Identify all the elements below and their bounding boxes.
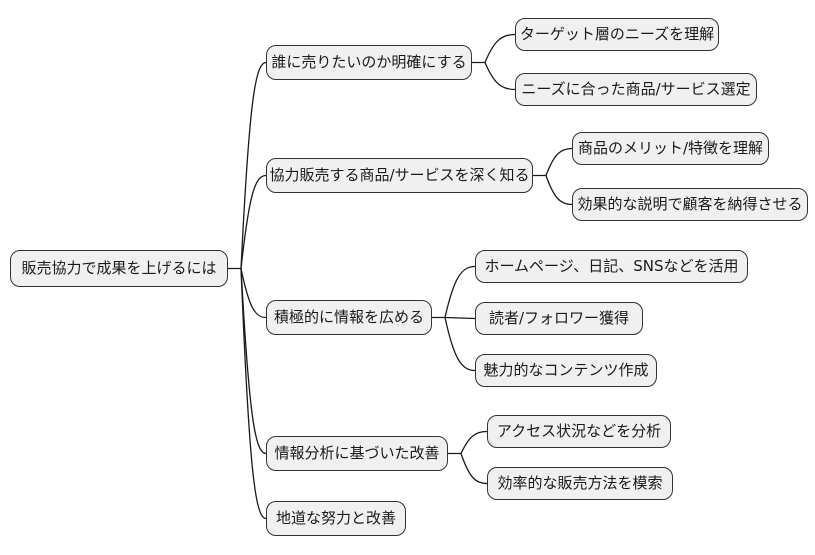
mindmap-node-b2: 協力販売する商品/サービスを深く知る [266, 158, 533, 193]
mindmap-node-root: 販売協力で成果を上げるには [10, 250, 228, 287]
edge-b1-l1a [484, 33, 516, 64]
edge-b3-l3c [444, 316, 476, 372]
mindmap-node-l1b: ニーズに合った商品/サービス選定 [515, 73, 757, 106]
edge-b3-l3b [444, 316, 476, 320]
mindmap-node-b5: 地道な努力と改善 [266, 501, 406, 536]
edge-root-b1 [240, 61, 267, 270]
mindmap-node-l3a: ホームページ、日記、SNSなどを活用 [475, 250, 748, 283]
mindmap-node-l4a: アクセス状況などを分析 [487, 415, 671, 448]
mindmap-node-b4: 情報分析に基づいた改善 [266, 436, 448, 471]
edge-root-b4 [240, 267, 267, 455]
mindmap-node-l3b: 読者/フォロワー獲得 [475, 302, 643, 335]
mindmap-node-l3c: 魅力的なコンテンツ作成 [475, 354, 657, 387]
mindmap-node-l2b: 効果的な説明で顧客を納得させる [572, 188, 808, 221]
edge-root-b3 [240, 267, 267, 319]
edge-root-b5 [240, 267, 267, 520]
edge-b2-l2a [545, 147, 573, 177]
edge-b2-l2b [545, 174, 573, 206]
edge-b4-l4b [460, 452, 488, 485]
edge-b1-l1b [484, 61, 516, 91]
mindmap-node-b1: 誰に売りたいのか明確にする [266, 45, 472, 80]
mindmap-node-b3: 積極的に情報を広める [266, 300, 432, 335]
mindmap-node-l1a: ターゲット層のニーズを理解 [515, 18, 719, 51]
edge-root-b2 [240, 174, 267, 270]
edge-b3-l3a [444, 265, 476, 319]
mindmap-node-l2a: 商品のメリット/特徴を理解 [572, 132, 769, 165]
mindmap-node-l4b: 効率的な販売方法を模索 [487, 467, 673, 500]
edge-b4-l4a [460, 430, 488, 455]
